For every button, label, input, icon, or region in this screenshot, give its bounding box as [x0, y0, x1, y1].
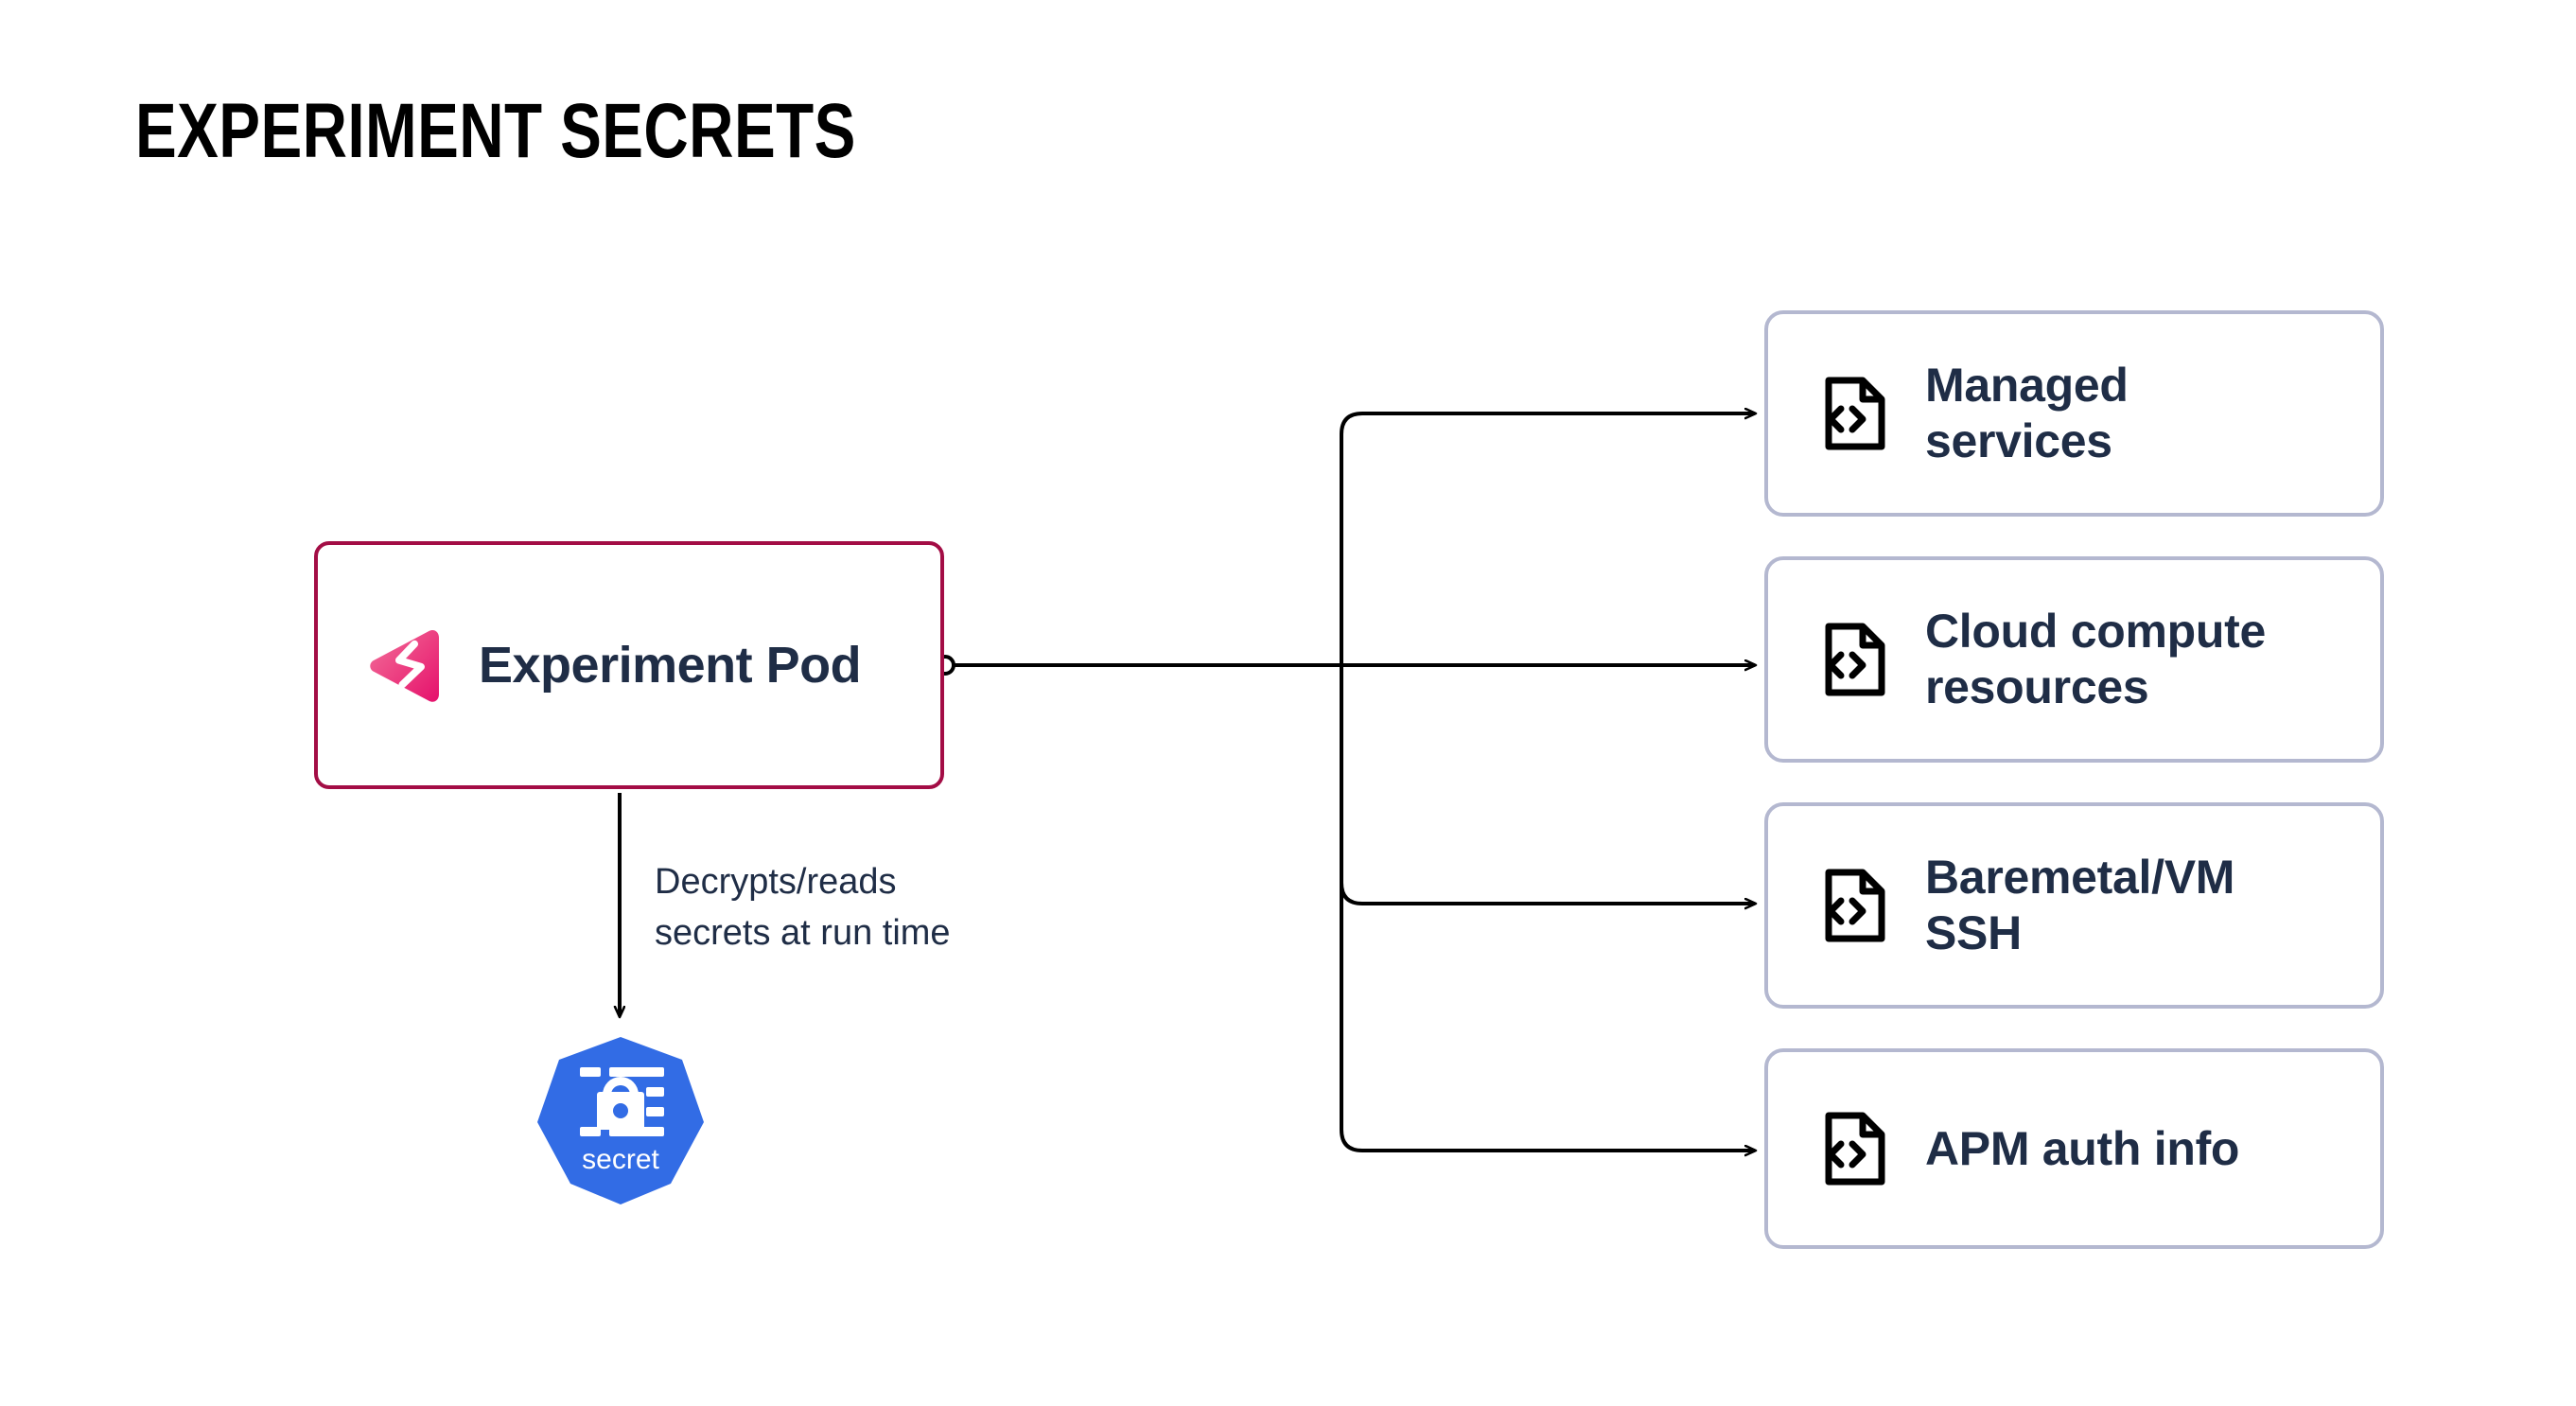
- branch-to-baremetal-ssh: [1340, 665, 1755, 904]
- annotation-text: Decrypts/reads secrets at run time: [655, 862, 951, 953]
- branch-to-managed-services: [1340, 413, 1755, 665]
- experiment-pod-label: Experiment Pod: [479, 637, 862, 694]
- page-title: EXPERIMENT SECRETS: [135, 88, 856, 174]
- gremlin-logo-icon: [370, 630, 439, 702]
- code-file-icon: [1825, 1112, 1885, 1186]
- code-file-icon: [1825, 623, 1885, 696]
- card-label: Managed services: [1925, 359, 2129, 467]
- branch-to-apm-auth: [1340, 665, 1755, 1151]
- target-card-apm-auth-info[interactable]: APM auth info: [1764, 1048, 2384, 1249]
- experiment-pod-node[interactable]: Experiment Pod: [314, 541, 944, 789]
- card-label: APM auth info: [1925, 1121, 2240, 1175]
- code-file-icon: [1825, 869, 1885, 942]
- target-card-baremetal-vm-ssh[interactable]: Baremetal/VM SSH: [1764, 802, 2384, 1009]
- target-card-cloud-compute-resources[interactable]: Cloud compute resources: [1764, 556, 2384, 763]
- card-label: Cloud compute resources: [1925, 605, 2266, 713]
- code-file-icon: [1825, 377, 1885, 450]
- card-label: Baremetal/VM SSH: [1925, 851, 2235, 959]
- target-card-managed-services[interactable]: Managed services: [1764, 310, 2384, 517]
- kubernetes-secret-node[interactable]: secret secret: [533, 1033, 709, 1222]
- pod-to-fanout-stem: [935, 655, 1341, 676]
- svg-text:secret: secret: [582, 1144, 659, 1175]
- kubernetes-secret-icon: secret: [537, 1037, 704, 1204]
